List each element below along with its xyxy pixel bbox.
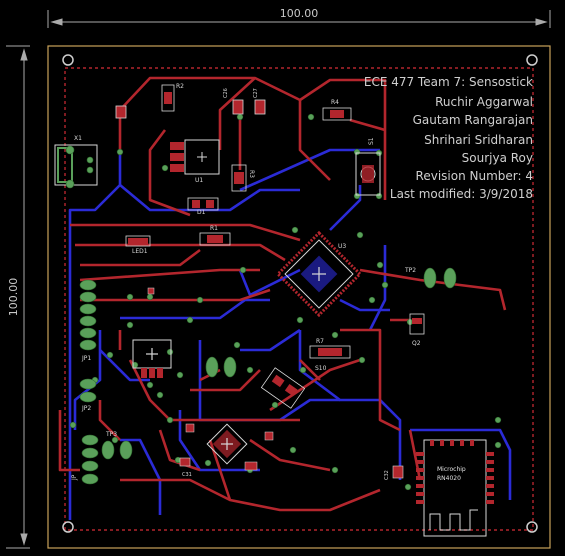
d1-diode[interactable] [187,197,219,211]
c27-capacitor[interactable] [254,99,266,115]
jp3-header[interactable] [81,434,99,485]
note-revision: Revision Number: 4 [416,169,533,183]
module-name-line2: RN4020 [437,475,461,482]
r2-resistor[interactable] [161,84,175,112]
jp1-header[interactable] [79,279,97,351]
jp3-label: JP [71,474,78,481]
u3-microcontroller[interactable] [275,230,363,318]
led1[interactable] [125,235,151,247]
rn4020-module[interactable] [416,439,494,537]
led1-label: LED1 [132,248,148,255]
mounting-hole-bl [62,521,74,533]
c31-label: C31 [182,472,192,478]
r7-label: R7 [316,338,324,345]
vertical-dimension-label: 100.00 [7,278,20,317]
x1-label: X1 [74,135,82,142]
resistor-small-left[interactable] [115,105,127,119]
note-author-3: Shrihari Sridharan [424,133,533,147]
board-outline [47,45,551,549]
jp2-header[interactable] [79,378,97,403]
tp2-test-point[interactable] [423,267,457,289]
note-project-title: ECE 477 Team 7: Sensostick [364,75,533,89]
s1-button[interactable] [355,152,381,196]
tp3-test-point[interactable] [101,440,133,460]
r4-resistor[interactable] [322,107,352,121]
c26-capacitor[interactable] [232,99,244,115]
c32-capacitor[interactable] [392,465,404,479]
mounting-hole-tr [526,54,538,66]
c26-label: C26 [223,88,229,98]
vertical-dimension [6,45,30,549]
bottom-copper-traces [68,148,512,520]
c32-label: C32 [384,470,390,480]
note-last-modified: Last modified: 3/9/2018 [390,187,533,201]
mounting-hole-br [526,521,538,533]
board-notes: ECE 477 Team 7: Sensostick Ruchir Aggarw… [364,75,533,201]
s10-label: S10 [315,365,327,372]
r2-label: R2 [176,83,184,90]
r3-label: R3 [248,170,255,178]
u1-label: U1 [195,177,203,184]
transistor-pair[interactable] [260,367,306,409]
u3-label: U3 [338,243,346,250]
jp2-label: JP2 [81,405,91,412]
x1-usb-connector[interactable] [54,144,98,189]
horizontal-dimension-label: 100.00 [280,7,319,20]
d1-label: D1 [197,209,206,216]
switch-pads-middle[interactable] [205,356,237,378]
tp2-label: TP2 [404,267,416,274]
r1-label: R1 [210,225,218,232]
q2-transistor[interactable] [409,313,425,335]
c31-capacitor[interactable] [179,457,191,467]
jp1-label: JP1 [81,355,91,362]
s1-label: S1 [368,137,375,145]
mounting-hole-tl [62,54,74,66]
r7-resistor[interactable] [309,345,351,359]
tp3-label: TP3 [105,431,117,438]
r3-resistor[interactable] [231,164,247,192]
keepout-border [64,67,534,531]
voltage-regulator[interactable] [132,339,172,378]
horizontal-dimension [47,10,551,28]
note-author-2: Gautam Rangarajan [413,113,533,127]
u1-regulator[interactable] [170,139,220,175]
r1-resistor[interactable] [199,232,231,246]
module-name-line1: Microchip [437,466,466,473]
misc-smd-parts [147,287,274,471]
q2-label: Q2 [412,340,421,347]
note-author-1: Ruchir Aggarwal [435,95,533,109]
top-copper-traces [58,76,507,512]
r4-label: R4 [331,99,339,106]
sensor-chip[interactable] [206,423,248,465]
note-author-4: Sourjya Roy [462,151,533,165]
mounting-holes [62,54,538,533]
c27-label: C27 [253,88,259,98]
